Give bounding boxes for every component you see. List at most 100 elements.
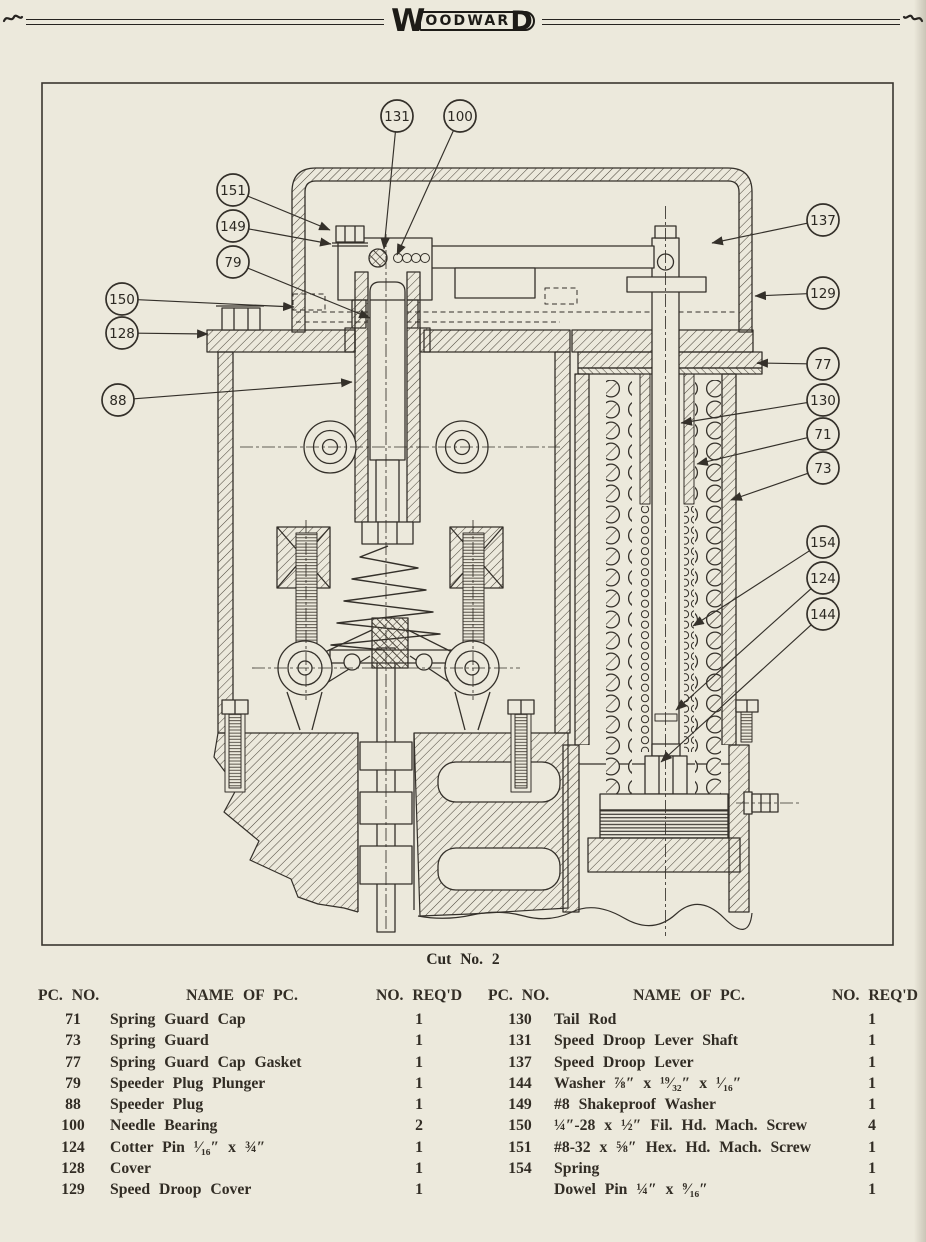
table-cell: 4 xyxy=(868,1117,876,1135)
table-cell: 2 xyxy=(415,1117,423,1135)
table-row: 71 Spring Guard Cap 1 xyxy=(38,1009,462,1030)
col-header-name: NAME OF PC. xyxy=(633,987,745,1004)
table-cell: 1 xyxy=(415,1032,423,1050)
table-cell: Dowel Pin ¼″ x ⁹⁄₁₆″ xyxy=(554,1181,708,1199)
table-row: Dowel Pin ¼″ x ⁹⁄₁₆″1 xyxy=(488,1179,918,1200)
callout-88: 88 xyxy=(101,378,353,417)
table-cell: 77 xyxy=(65,1053,81,1071)
table-cell: 1 xyxy=(868,1032,876,1050)
svg-text:131: 131 xyxy=(384,109,410,125)
table-cell: Washer ⅞″ x ¹⁹⁄₃₂″ x ¹⁄₁₆″ xyxy=(554,1074,742,1092)
table-cell: 129 xyxy=(61,1181,85,1199)
table-cell: Speeder Plug xyxy=(110,1096,204,1114)
col-header-pc-no: PC. NO. xyxy=(488,987,550,1004)
svg-text:88: 88 xyxy=(109,393,126,409)
table-cell: 71 xyxy=(65,1011,81,1028)
header-rule-right xyxy=(541,18,900,25)
svg-text:137: 137 xyxy=(810,213,836,229)
page-header: W OODWAR D xyxy=(0,4,926,38)
svg-text:124: 124 xyxy=(810,571,836,587)
speeder-plug xyxy=(344,271,431,545)
table-header: PC. NO. NAME OF PC. NO. REQ'D xyxy=(488,986,918,1006)
table-cell: 144 xyxy=(508,1074,532,1092)
callout-151: 151 xyxy=(216,173,331,231)
table-cell: 1 xyxy=(415,1074,423,1092)
speeder-plug-plunger xyxy=(369,281,406,461)
table-cell: 1 xyxy=(415,1011,423,1028)
table-cell: 1 xyxy=(415,1181,423,1199)
table-cell: 1 xyxy=(868,1160,876,1178)
inner-spring-154 xyxy=(640,506,650,752)
base-screws xyxy=(221,699,759,793)
callout-137: 137 xyxy=(711,203,840,246)
table-cell: 79 xyxy=(65,1074,81,1092)
table-cell: 1 xyxy=(415,1160,423,1178)
spring-guard-inner xyxy=(639,373,695,752)
table-cell: Speed Droop Lever xyxy=(554,1053,694,1071)
shim-stack xyxy=(599,809,729,839)
table-cell: 73 xyxy=(65,1032,81,1050)
svg-text:144: 144 xyxy=(810,607,836,623)
callout-154: 154 xyxy=(692,525,840,627)
header-rule-left xyxy=(26,18,385,25)
svg-text:154: 154 xyxy=(810,535,836,551)
table-cell: 151 xyxy=(508,1138,532,1156)
table-cell: Speed Droop Cover xyxy=(110,1181,252,1199)
table-row: 88 Speeder Plug 1 xyxy=(38,1094,462,1115)
table-cell: ¼″-28 x ½″ Fil. Hd. Mach. Screw xyxy=(554,1117,808,1135)
table-row: 144 Washer ⅞″ x ¹⁹⁄₃₂″ x ¹⁄₁₆″ 1 xyxy=(488,1073,918,1094)
main-spring xyxy=(606,380,721,794)
col-header-pc-no: PC. NO. xyxy=(38,987,100,1004)
table-cell: 1 xyxy=(868,1096,876,1114)
washer-144 xyxy=(599,793,729,811)
table-cell: 1 xyxy=(868,1074,876,1092)
lever-shaft xyxy=(368,248,388,268)
callout-129: 129 xyxy=(754,276,840,310)
svg-text:151: 151 xyxy=(220,183,246,199)
svg-text:130: 130 xyxy=(810,393,836,409)
callout-124: 124 xyxy=(675,561,840,711)
callout-144: 144 xyxy=(660,597,840,763)
logo-box: OODWAR D xyxy=(419,8,535,35)
table-cell: 1 xyxy=(415,1096,423,1114)
table-cell: 1 xyxy=(415,1138,423,1156)
spider-nut xyxy=(371,617,409,669)
centerlines xyxy=(240,206,802,936)
table-cell: 1 xyxy=(868,1011,876,1028)
table-cell: 1 xyxy=(415,1053,423,1071)
callout-71: 71 xyxy=(696,417,840,466)
table-cell: Spring xyxy=(554,1160,600,1178)
col-header-no-reqd: NO. REQ'D xyxy=(376,987,463,1004)
svg-text:149: 149 xyxy=(220,219,246,235)
table-row: 73 Spring Guard 1 xyxy=(38,1030,462,1051)
figure-caption: Cut No. 2 xyxy=(426,951,500,968)
svg-text:79: 79 xyxy=(224,255,241,271)
table-cell: #8-32 x ⅝″ Hex. Hd. Mach. Screw xyxy=(554,1138,812,1156)
table-cell: Spring Guard xyxy=(110,1032,209,1050)
svg-text:128: 128 xyxy=(109,326,135,342)
table-cell: Spring Guard Cap xyxy=(110,1011,246,1028)
table-cell: 137 xyxy=(508,1053,532,1071)
table-cell: 124 xyxy=(61,1138,85,1156)
hex-screw-151 xyxy=(335,225,365,243)
table-cell: #8 Shakeproof Washer xyxy=(554,1096,716,1114)
table-cell: 88 xyxy=(65,1096,81,1114)
callout-149: 149 xyxy=(216,209,332,247)
callout-131: 131 xyxy=(380,99,414,250)
